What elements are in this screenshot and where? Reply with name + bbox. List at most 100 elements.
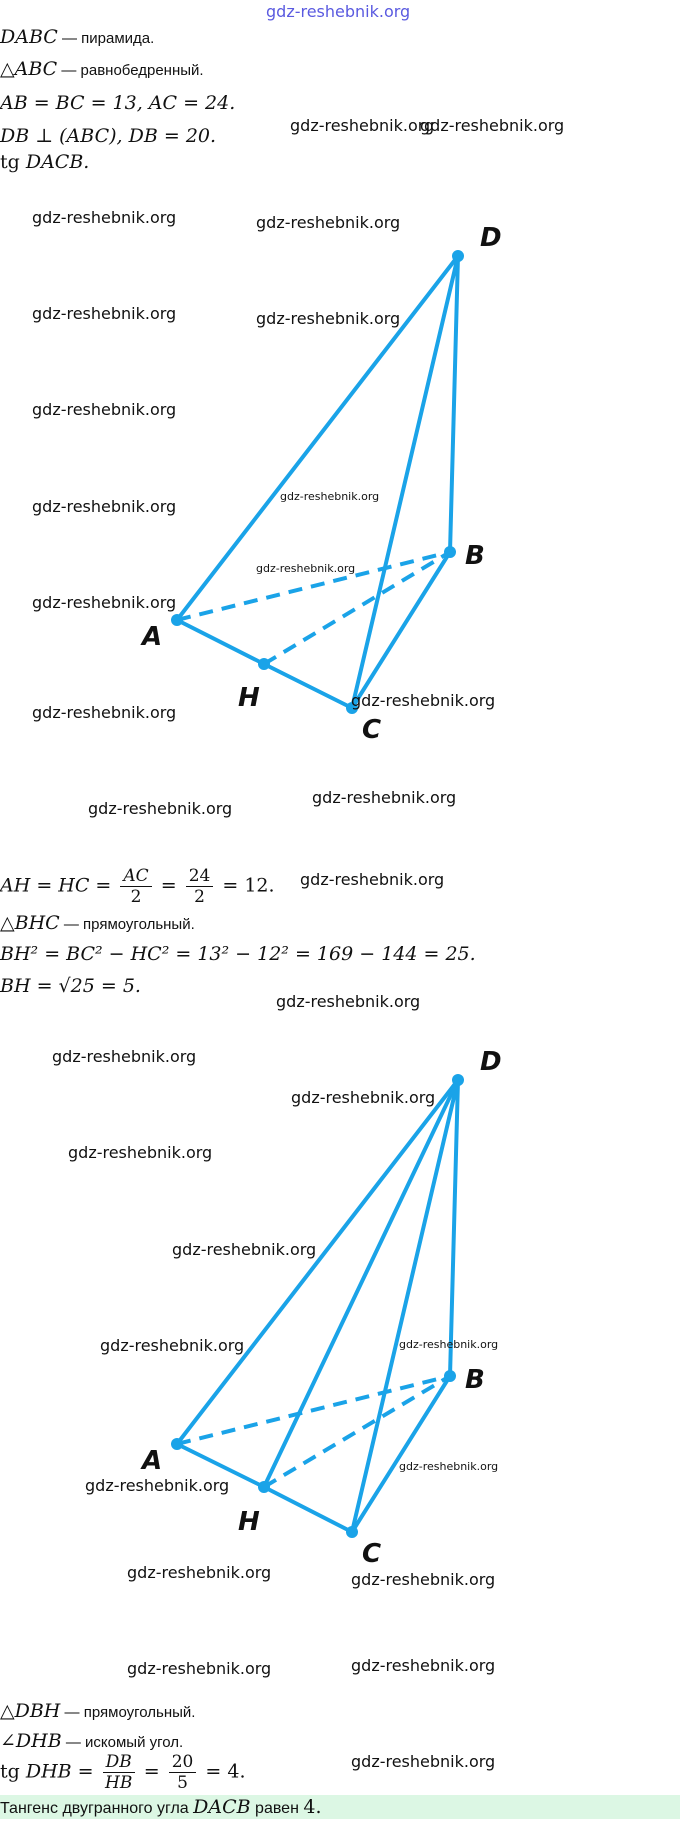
math: = <box>137 1760 166 1783</box>
watermark: gdz-reshebnik.org <box>32 497 177 516</box>
label-D: D <box>480 223 502 253</box>
label-B: B <box>465 541 485 571</box>
numerator: AC <box>120 866 152 887</box>
watermark: gdz-reshebnik.org <box>127 1563 272 1582</box>
math: = 4. <box>199 1760 246 1783</box>
vertex-C <box>346 1526 358 1538</box>
answer-math: DACB <box>193 1796 251 1818</box>
pyramid-figure-1: D B A H C <box>140 223 502 745</box>
math: = <box>154 874 183 897</box>
label-C: C <box>362 715 381 745</box>
denominator: HB <box>105 1773 133 1793</box>
denominator: 2 <box>130 887 142 907</box>
edge-DC <box>350 1078 460 1534</box>
math: tg <box>0 1760 26 1783</box>
edge-DB <box>448 1078 460 1378</box>
edge-AH <box>175 618 266 666</box>
watermark: gdz-reshebnik.org <box>52 1047 197 1066</box>
edge-BC <box>350 1374 452 1534</box>
watermark: gdz-reshebnik.org <box>68 1143 213 1162</box>
watermark: gdz-reshebnik.org <box>256 213 401 232</box>
watermark: gdz-reshebnik.org <box>100 1336 245 1355</box>
vertex-A <box>171 614 183 626</box>
given-line-1: DABC — пирамида. <box>0 26 154 49</box>
edge-DC <box>350 254 460 710</box>
math: DHB = <box>25 1760 100 1783</box>
label-H: H <box>238 683 260 713</box>
watermark: gdz-reshebnik.org <box>172 1240 317 1259</box>
math: △ABC <box>0 58 58 80</box>
step1-line-3: BH² = BC² − HC² = 13² − 12² = 169 − 144 … <box>0 943 476 966</box>
math: AB = BC = 13, AC = 24. <box>0 92 236 114</box>
watermark: gdz-reshebnik.org <box>351 1752 496 1771</box>
math: = 12. <box>216 874 275 897</box>
label-A: A <box>140 1446 162 1476</box>
watermark: gdz-reshebnik.org <box>291 1088 436 1107</box>
answer-text: Тангенс двугранного угла <box>0 1800 194 1817</box>
pyramid-figure-2: D B A H C <box>140 1047 502 1569</box>
watermark: gdz-reshebnik.org <box>290 116 435 135</box>
watermark: gdz-reshebnik.org <box>420 116 565 135</box>
step1-line-4: BH = √25 = 5. <box>0 975 141 998</box>
given-line-2: △ABC — равнобедренный. <box>0 58 204 81</box>
step1-line-2: △BHC — прямоугольный. <box>0 912 195 935</box>
step2-line-1: △DBH — прямоугольный. <box>0 1700 195 1723</box>
math: DB ⊥ (ABC), DB = 20. <box>0 125 217 147</box>
hidden-edge-HB <box>262 550 452 666</box>
label-A: A <box>140 622 162 652</box>
text: — прямоугольный. <box>59 916 195 933</box>
edge-BC <box>350 550 452 710</box>
given-line-5: tg DACB. <box>0 151 89 174</box>
label-B: B <box>465 1365 485 1395</box>
denominator: 5 <box>177 1773 188 1793</box>
edge-DH <box>262 1078 460 1489</box>
hidden-edge-AB <box>176 1374 451 1446</box>
numerator: 24 <box>185 866 214 887</box>
watermark: gdz-reshebnik.org <box>399 1338 499 1351</box>
edge-DA <box>175 1078 460 1446</box>
label-C: C <box>362 1539 381 1569</box>
edge-AH <box>175 1442 266 1489</box>
denominator: 2 <box>194 887 205 907</box>
answer-value: 4. <box>303 1796 322 1818</box>
header-watermark: gdz-reshebnik.org <box>266 2 411 21</box>
math: ∠DHB <box>0 1730 62 1752</box>
label-H: H <box>238 1507 260 1537</box>
watermark: gdz-reshebnik.org <box>312 788 457 807</box>
math: tg <box>0 151 26 173</box>
vertex-B <box>444 546 456 558</box>
answer-bar: Тангенс двугранного угла DACB равен 4. <box>0 1795 680 1819</box>
watermark: gdz-reshebnik.org <box>351 1656 496 1675</box>
label-D: D <box>480 1047 502 1077</box>
step2-line-2: ∠DHB — искомый угол. <box>0 1730 183 1753</box>
hidden-edge-AB <box>176 550 451 622</box>
watermark: gdz-reshebnik.org <box>351 691 496 710</box>
watermark: gdz-reshebnik.org <box>32 703 177 722</box>
numerator: DB <box>102 1752 135 1773</box>
watermark: gdz-reshebnik.org <box>85 1476 230 1495</box>
watermark: gdz-reshebnik.org <box>300 870 445 889</box>
hidden-edge-HB <box>262 1374 452 1489</box>
math: DABC <box>0 26 58 48</box>
vertex-C <box>346 702 358 714</box>
edge-HC <box>262 662 354 710</box>
given-line-4: DB ⊥ (ABC), DB = 20. <box>0 125 216 148</box>
vertex-H <box>258 658 270 670</box>
watermark: gdz-reshebnik.org <box>351 1570 496 1589</box>
math: DACB. <box>25 151 90 173</box>
text: — прямоугольный. <box>60 1704 196 1721</box>
text: — пирамида. <box>57 30 155 47</box>
math: BH² = BC² − HC² = 13² − 12² = 169 − 144 … <box>0 943 476 965</box>
math: AH = HC = <box>0 874 118 897</box>
watermark: gdz-reshebnik.org <box>280 490 380 503</box>
watermark: gdz-reshebnik.org <box>256 309 401 328</box>
text: — искомый угол. <box>61 1734 184 1751</box>
watermark: gdz-reshebnik.org <box>32 593 177 612</box>
watermark: gdz-reshebnik.org <box>399 1460 499 1473</box>
vertex-A <box>171 1438 183 1450</box>
